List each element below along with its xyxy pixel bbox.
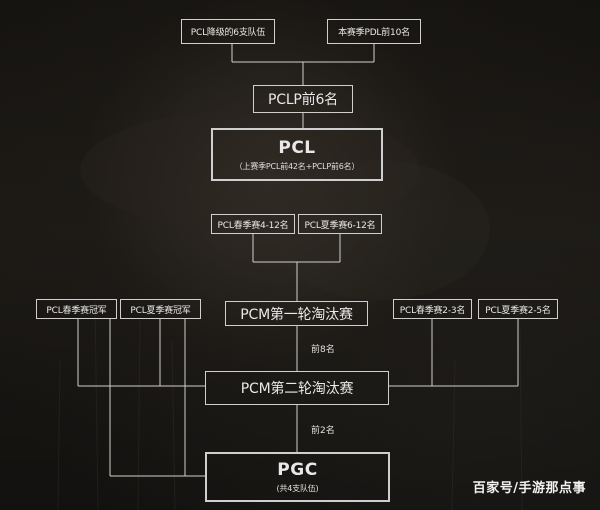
node-spring-champion-label: PCL春季赛冠军 — [46, 305, 107, 316]
node-summer-champion: PCL夏季赛冠军 — [120, 299, 201, 319]
node-pclp-top6: PCLP前6名 — [253, 85, 353, 113]
node-pcm-round1: PCM第一轮淘汰赛 — [225, 301, 368, 326]
node-spring-champion: PCL春季赛冠军 — [36, 299, 117, 319]
edge-label-top2: 前2名 — [311, 426, 335, 436]
node-pgc-title: PGC — [277, 460, 318, 480]
node-summer-6-12-label: PCL夏季赛6-12名 — [304, 220, 376, 231]
node-spring-4-12: PCL春季赛4-12名 — [211, 214, 295, 234]
node-pcl-title: PCL — [278, 137, 316, 158]
node-summer-2-5-label: PCL夏季赛2-5名 — [485, 305, 551, 316]
node-pcm-round1-label: PCM第一轮淘汰赛 — [240, 306, 353, 323]
node-pgc: PGC (共4支队伍) — [205, 452, 390, 502]
node-pgc-subtitle: (共4支队伍) — [276, 484, 319, 493]
node-pcm-round2-label: PCM第二轮淘汰赛 — [240, 381, 354, 397]
node-demoted-teams-label: PCL降级的6支队伍 — [190, 28, 266, 38]
node-spring-4-12-label: PCL春季赛4-12名 — [217, 220, 289, 231]
node-pcl-subtitle: （上赛季PCL前42名+PCLP前6名） — [234, 161, 360, 171]
node-pcl: PCL （上赛季PCL前42名+PCLP前6名） — [211, 128, 383, 181]
node-summer-6-12: PCL夏季赛6-12名 — [298, 214, 382, 234]
node-pcm-round2: PCM第二轮淘汰赛 — [205, 371, 389, 405]
node-spring-2-3: PCL春季赛2-3名 — [393, 299, 472, 319]
node-pclp-top6-label: PCLP前6名 — [268, 92, 338, 108]
node-summer-champion-label: PCL夏季赛冠军 — [130, 305, 191, 316]
watermark-text: 百家号/手游那点事 — [472, 481, 586, 496]
node-spring-2-3-label: PCL春季赛2-3名 — [399, 305, 466, 316]
node-pdl-top10: 本赛季PDL前10名 — [327, 19, 421, 44]
node-pdl-top10-label: 本赛季PDL前10名 — [338, 28, 410, 38]
edge-label-top8: 前8名 — [311, 345, 335, 355]
node-summer-2-5: PCL夏季赛2-5名 — [478, 299, 558, 319]
node-demoted-teams: PCL降级的6支队伍 — [181, 19, 275, 44]
